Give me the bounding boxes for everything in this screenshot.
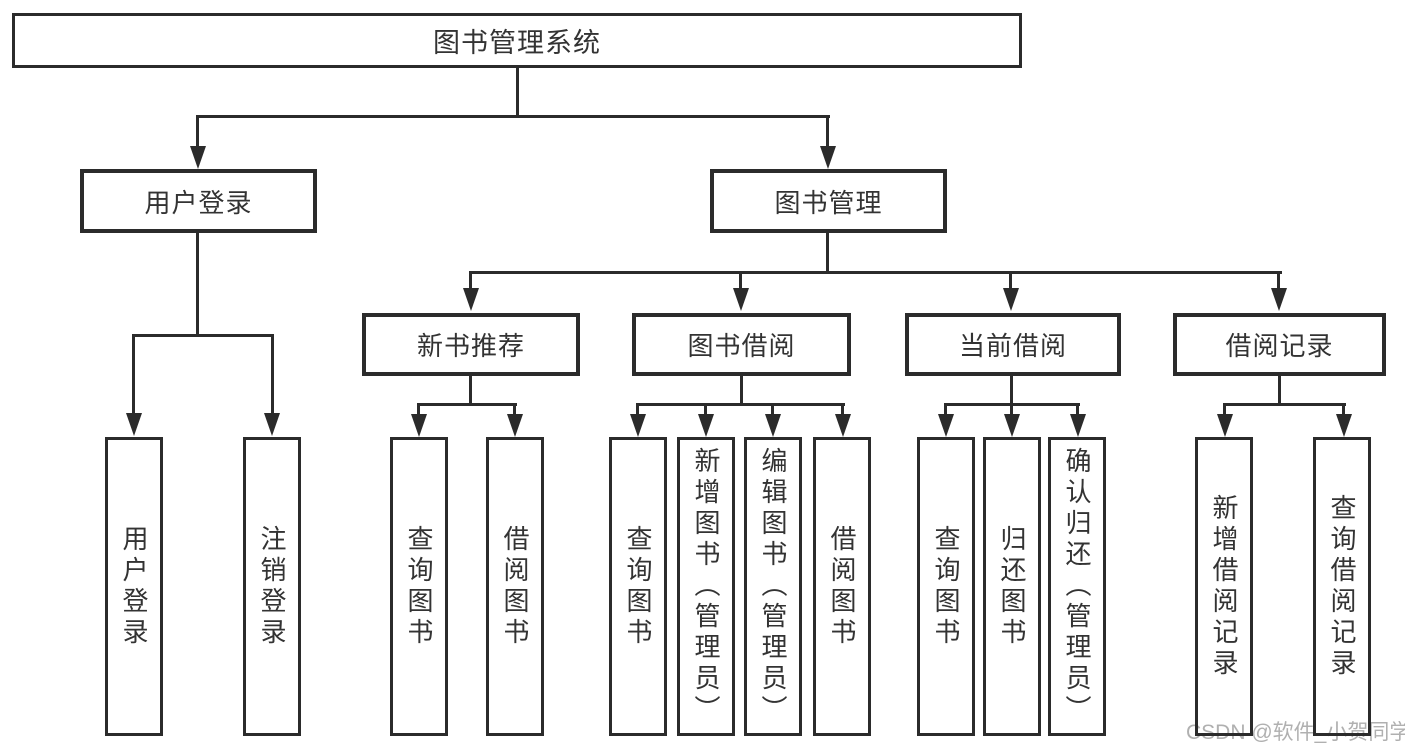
arrowhead-down-icon [264, 413, 280, 436]
connector-line [1076, 403, 1079, 416]
leaf-label: 确认归还（管理员） [1062, 447, 1092, 726]
connector-line [841, 403, 844, 416]
node-book-management: 图书管理 [710, 169, 947, 233]
leaf-add-book-admin: 新增图书（管理员） [677, 437, 735, 736]
leaf-label: 新增借阅记录 [1209, 493, 1239, 680]
connector-line [513, 403, 516, 416]
arrowhead-down-icon [1271, 288, 1287, 311]
leaf-user-login: 用户登录 [105, 437, 163, 736]
connector-line [132, 334, 135, 414]
node-borrowing-records: 借阅记录 [1173, 313, 1386, 376]
leaf-label: 查询图书 [931, 524, 961, 649]
connector-line [826, 115, 829, 149]
node-new-book-recommendation: 新书推荐 [362, 313, 580, 376]
connector-line [1277, 271, 1280, 291]
leaf-query-books-current: 查询图书 [917, 437, 975, 736]
connector-line [271, 334, 274, 414]
connector-line [944, 403, 947, 416]
arrowhead-down-icon [1070, 414, 1086, 437]
arrowhead-down-icon [820, 146, 836, 169]
leaf-label: 用户登录 [119, 524, 149, 649]
arrowhead-down-icon [463, 288, 479, 311]
connector-line [417, 403, 420, 416]
connector-line [469, 271, 472, 291]
leaf-label: 编辑图书（管理员） [758, 447, 788, 726]
arrowhead-down-icon [507, 414, 523, 437]
leaf-query-books-borrow: 查询图书 [609, 437, 667, 736]
node-user-login: 用户登录 [80, 169, 317, 233]
leaf-label: 借阅图书 [500, 524, 530, 649]
node-library-management-system: 图书管理系统 [12, 13, 1022, 68]
leaf-borrow-books: 借阅图书 [813, 437, 871, 736]
leaf-add-borrow-record: 新增借阅记录 [1195, 437, 1253, 736]
connector-line [1010, 403, 1013, 416]
arrowhead-down-icon [190, 146, 206, 169]
leaf-label: 查询图书 [623, 524, 653, 649]
node-book-borrowing: 图书借阅 [632, 313, 851, 376]
connector-line [636, 403, 639, 416]
connector-line [196, 115, 830, 118]
arrowhead-down-icon [835, 414, 851, 437]
arrowhead-down-icon [1336, 414, 1352, 437]
connector-line [636, 403, 845, 406]
leaf-query-borrow-record: 查询借阅记录 [1313, 437, 1371, 736]
leaf-label: 查询借阅记录 [1327, 493, 1357, 680]
connector-line [132, 334, 274, 337]
arrowhead-down-icon [1003, 288, 1019, 311]
leaf-logout: 注销登录 [243, 437, 301, 736]
leaf-return-books: 归还图书 [983, 437, 1041, 736]
connector-line [1010, 376, 1013, 405]
connector-line [771, 403, 774, 416]
connector-line [704, 403, 707, 416]
leaf-label: 查询图书 [404, 524, 434, 649]
arrowhead-down-icon [733, 288, 749, 311]
arrowhead-down-icon [938, 414, 954, 437]
connector-line [196, 233, 199, 336]
arrowhead-down-icon [1004, 414, 1020, 437]
connector-line [1342, 403, 1345, 416]
leaf-borrow-books-recommend: 借阅图书 [486, 437, 544, 736]
arrowhead-down-icon [630, 414, 646, 437]
node-current-borrowing: 当前借阅 [905, 313, 1121, 376]
connector-line [196, 115, 199, 149]
connector-line [826, 233, 829, 273]
connector-line [470, 271, 1282, 274]
leaf-label: 新增图书（管理员） [691, 447, 721, 726]
leaf-confirm-return-admin: 确认归还（管理员） [1048, 437, 1106, 736]
leaf-query-books-recommend: 查询图书 [390, 437, 448, 736]
leaf-label: 归还图书 [997, 524, 1027, 649]
arrowhead-down-icon [126, 413, 142, 436]
leaf-edit-book-admin: 编辑图书（管理员） [744, 437, 802, 736]
connector-line [739, 271, 742, 291]
connector-line [417, 403, 517, 406]
connector-line [469, 376, 472, 405]
csdn-watermark: CSDN @软件_小贺同学 [1186, 721, 1405, 744]
connector-line [1278, 376, 1281, 405]
connector-line [1223, 403, 1226, 416]
arrowhead-down-icon [765, 414, 781, 437]
connector-line [516, 68, 519, 118]
arrowhead-down-icon [698, 414, 714, 437]
arrowhead-down-icon [411, 414, 427, 437]
arrowhead-down-icon [1217, 414, 1233, 437]
leaf-label: 注销登录 [257, 524, 287, 649]
leaf-label: 借阅图书 [827, 524, 857, 649]
connector-line [740, 376, 743, 405]
connector-line [1009, 271, 1012, 291]
connector-line [1223, 403, 1346, 406]
